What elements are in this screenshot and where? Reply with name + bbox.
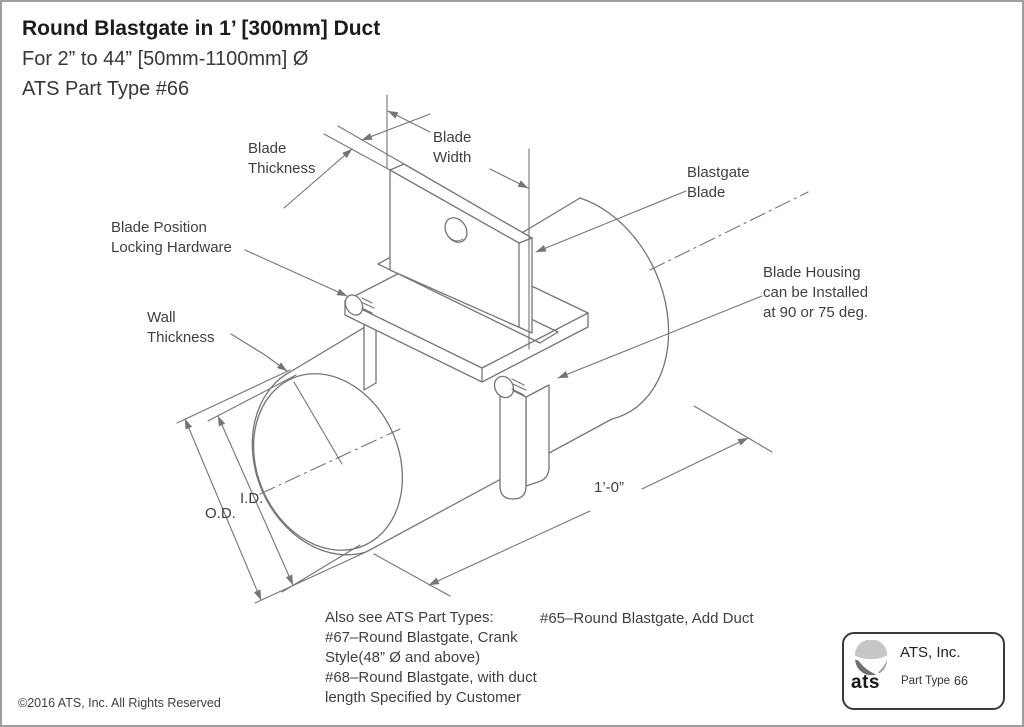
housing-front-post-side	[525, 384, 550, 487]
id-dimension-line	[217, 415, 294, 586]
length-dimension-right	[641, 437, 749, 490]
length-dimension-left	[428, 510, 591, 586]
locking-screw-front	[493, 375, 527, 399]
label-duct-length: 1’-0”	[594, 479, 625, 496]
blade-thickness-extension-front	[323, 133, 391, 171]
label-blade-thickness: Blade Thickness	[248, 140, 316, 177]
od-extension-bottom	[254, 551, 367, 604]
flange-top-edges	[344, 300, 589, 383]
id-extension-top	[207, 374, 297, 422]
title-block: Round Blastgate in 1’ [300mm] Duct For 2…	[22, 14, 380, 104]
blastgate-blade-shape	[389, 163, 533, 334]
blade-hole-inner-edge	[447, 235, 464, 242]
blade-hole	[444, 217, 468, 243]
id-extension-bottom	[281, 544, 361, 593]
housing-front-post	[499, 383, 527, 500]
ats-logo-text: ats	[851, 672, 880, 693]
part-type-subtitle: ATS Part Type #66	[22, 78, 190, 100]
od-extension-top	[176, 369, 291, 424]
duct-centerline-front	[259, 428, 401, 495]
length-extension-front	[373, 553, 451, 597]
company-name: ATS, Inc.	[900, 644, 961, 661]
locking-hardware-leader	[244, 249, 348, 297]
label-inner-diameter: I.D.	[240, 490, 264, 507]
ats-logo-box: ats ATS, Inc. Part Type 66	[842, 632, 1005, 710]
duct-centerline-rear	[649, 191, 809, 271]
label-blastgate-blade: Blastgate Blade	[687, 164, 750, 201]
dimension-lines	[176, 94, 773, 604]
page-title: Round Blastgate in 1’ [300mm] Duct	[22, 17, 381, 40]
label-blade-width: Blade Width	[433, 129, 472, 166]
blade-thickness-arrow-lower	[283, 148, 353, 209]
ats-logo-icon	[854, 640, 888, 676]
wall-thickness-pointer-inner	[293, 381, 343, 465]
blade-width-arrow-right	[489, 168, 529, 189]
wall-thickness-leader	[230, 333, 288, 372]
size-range-subtitle: For 2” to 44” [50mm-1100mm] Ø	[22, 48, 309, 70]
related-part-types-notes: Also see ATS Part Types: #67–Round Blast…	[325, 609, 537, 706]
part-type-value: 66	[954, 674, 968, 688]
length-extension-rear	[693, 405, 773, 453]
blastgate-blade-leader	[535, 190, 687, 253]
label-outer-diameter: O.D.	[205, 505, 236, 522]
label-wall-thickness: Wall Thickness	[147, 309, 215, 346]
locking-screw-left	[344, 294, 375, 316]
part-type-label: Part Type	[901, 675, 951, 687]
label-locking-hardware: Blade Position Locking Hardware	[111, 219, 232, 256]
note-part-65: #65–Round Blastgate, Add Duct	[540, 610, 754, 627]
label-blade-housing: Blade Housing can be Installed at 90 or …	[763, 264, 869, 321]
blade-housing-leader	[557, 295, 763, 379]
copyright-text: ©2016 ATS, Inc. All Rights Reserved	[18, 696, 221, 710]
blade-thickness-extension-back	[337, 125, 405, 165]
blade-thickness-arrow-upper	[361, 113, 431, 141]
